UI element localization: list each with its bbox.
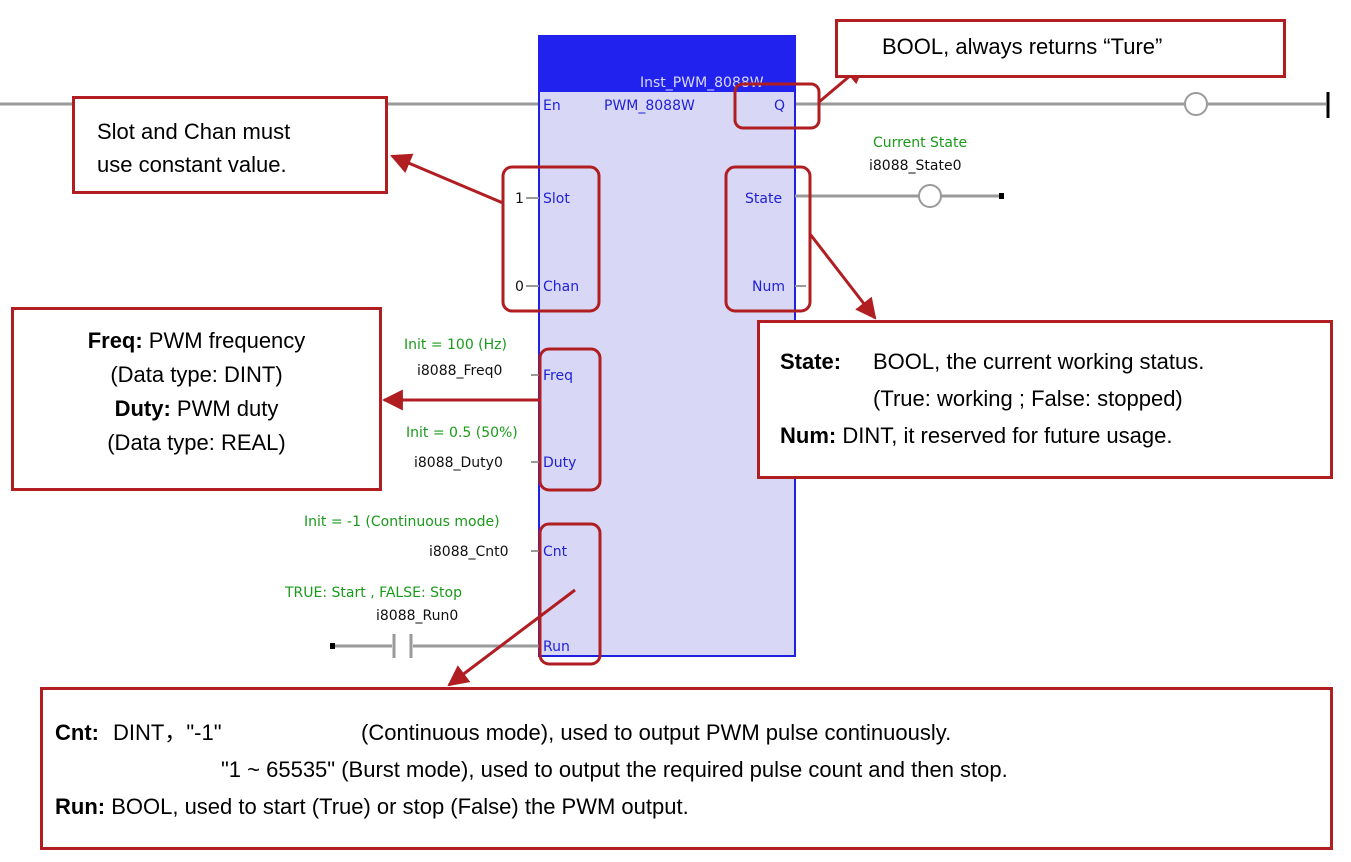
- callout-slot-line1: Slot and Chan must: [97, 119, 291, 144]
- duty-variable: i8088_Duty0: [414, 455, 503, 471]
- freq-label: Freq:: [87, 328, 143, 353]
- duty-text: PWM duty: [170, 396, 279, 421]
- state-label: State:: [780, 349, 842, 374]
- run-comment: TRUE: Start , FALSE: Stop: [284, 585, 462, 601]
- pin-slot: Slot: [543, 191, 570, 207]
- run-wire-start: [330, 643, 335, 649]
- fb-instance-name: Inst_PWM_8088W: [640, 75, 764, 91]
- state-coil: [918, 184, 942, 208]
- function-block-body[interactable]: [538, 35, 796, 657]
- run-label: Run:: [55, 794, 106, 819]
- state-variable: i8088_State0: [869, 158, 961, 174]
- callout-state-num: State:BOOL, the current working status. …: [757, 320, 1333, 479]
- highlight-cnt-run: [538, 522, 602, 666]
- callout-num-line: Num: DINT, it reserved for future usage.: [780, 417, 1330, 454]
- cnt-comment: Init = -1 (Continuous mode): [304, 514, 500, 530]
- pin-q: Q: [774, 98, 785, 114]
- chan-constant: 0: [515, 279, 524, 295]
- arrow-state: [808, 233, 877, 320]
- pin-en: En: [543, 98, 561, 114]
- arrow-cnt: [447, 588, 576, 687]
- cnt-mode2: "1 ~ 65535" (Burst mode), used to output…: [221, 757, 1008, 782]
- pin-state: State: [745, 191, 782, 207]
- freq-variable: i8088_Freq0: [417, 363, 502, 379]
- callout-q-text: BOOL, always returns “Ture”: [882, 34, 1163, 59]
- callout-slot-line2: use constant value.: [97, 152, 287, 177]
- callout-cnt-line: Cnt: DINT，"-1" (Continuous mode), used to …: [55, 714, 1330, 751]
- pin-run: Run: [543, 639, 570, 655]
- pin-duty: Duty: [543, 455, 576, 471]
- cnt-variable: i8088_Cnt0: [429, 544, 509, 560]
- callout-freq-type: (Data type: DINT): [110, 362, 283, 387]
- highlight-state-num: [724, 165, 812, 313]
- freq-comment: Init = 100 (Hz): [404, 337, 507, 353]
- num-label: Num:: [780, 423, 837, 448]
- duty-label: Duty:: [114, 396, 171, 421]
- pin-cnt: Cnt: [543, 544, 568, 560]
- cnt-type: DINT，"-1": [113, 720, 222, 745]
- run-text: BOOL, used to start (True) or stop (Fals…: [105, 794, 689, 819]
- duty-comment: Init = 0.5 (50%): [406, 425, 518, 441]
- callout-state-line: State: BOOL, the current working status.: [780, 343, 1330, 380]
- pin-num: Num: [752, 279, 785, 295]
- highlight-q: [733, 82, 821, 130]
- callout-q-description: BOOL, always returns “Ture”: [835, 19, 1286, 78]
- callout-cnt-burst: "1 ~ 65535" (Burst mode), used to output…: [55, 751, 1330, 788]
- run-variable: i8088_Run0: [376, 608, 458, 624]
- state-wire-end: [999, 193, 1004, 199]
- highlight-slot-chan: [501, 165, 601, 313]
- cnt-label: Cnt:: [55, 720, 99, 745]
- freq-text: PWM frequency: [142, 328, 306, 353]
- callout-duty-type: (Data type: REAL): [107, 430, 286, 455]
- callout-run-line: Run: BOOL, used to start (True) or stop …: [55, 788, 1330, 825]
- callout-slot-chan: Slot and Chan must use constant value.: [72, 96, 388, 194]
- state-detail: (True: working ; False: stopped): [873, 386, 1183, 411]
- callout-cnt-run: Cnt: DINT，"-1" (Continuous mode), used to …: [40, 687, 1333, 850]
- pin-freq: Freq: [543, 368, 573, 384]
- arrow-slot: [390, 153, 504, 205]
- highlight-freq-duty: [538, 347, 602, 492]
- q-coil: [1184, 92, 1208, 116]
- callout-duty-line: Duty: PWM duty: [14, 392, 379, 426]
- pin-chan: Chan: [543, 279, 579, 295]
- state-text: BOOL, the current working status.: [873, 349, 1205, 374]
- callout-state-detail: (True: working ; False: stopped): [780, 380, 1330, 417]
- num-text: DINT, it reserved for future usage.: [836, 423, 1173, 448]
- slot-constant: 1: [515, 191, 524, 207]
- fb-type-name: PWM_8088W: [604, 98, 695, 114]
- callout-freq-line: Freq: PWM frequency: [14, 324, 379, 358]
- state-comment: Current State: [873, 135, 967, 151]
- cnt-mode1: (Continuous mode), used to output PWM pu…: [361, 720, 952, 745]
- callout-freq-duty: Freq: PWM frequency (Data type: DINT) Du…: [11, 307, 382, 491]
